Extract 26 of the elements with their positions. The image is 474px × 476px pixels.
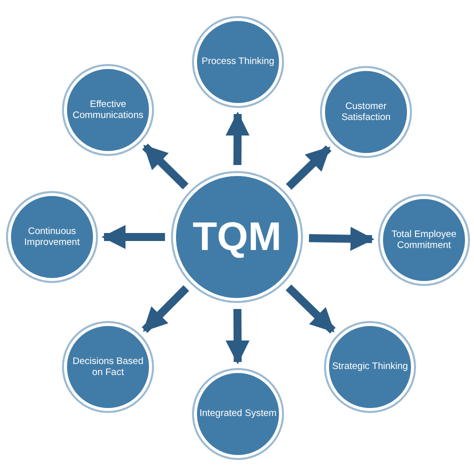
circle-label: Integrated System [199, 408, 277, 420]
topic-circle [380, 196, 468, 284]
circle-label: Process Thinking [202, 56, 274, 68]
topic-circle [64, 323, 152, 411]
circle-label: Total Employee Commitment [390, 228, 458, 252]
topic-circle [194, 370, 282, 458]
circle-label: Effective Communications [72, 98, 144, 122]
topic-circle [326, 323, 414, 411]
topic-circle [194, 18, 282, 106]
arrow [102, 225, 165, 249]
arrow [142, 285, 190, 333]
arrow [226, 308, 250, 364]
topic-circle [64, 66, 152, 154]
arrow [226, 112, 250, 166]
arrow [286, 284, 336, 334]
topic-circle [173, 173, 301, 301]
circle-label: Strategic Thinking [332, 361, 408, 373]
circle-label: Customer Satisfaction [340, 100, 392, 124]
circle-label: TQM [192, 214, 282, 261]
circle-label: Decisions Based on Fact [72, 356, 144, 378]
topic-circle [8, 193, 96, 281]
arrow [308, 226, 374, 251]
arrow [142, 144, 188, 190]
circle-label: Continuous Improvement [23, 226, 81, 248]
arrow [286, 145, 332, 190]
topic-circle [322, 68, 410, 156]
